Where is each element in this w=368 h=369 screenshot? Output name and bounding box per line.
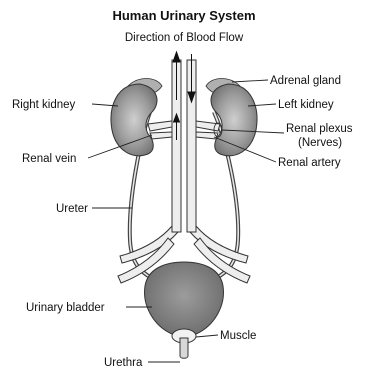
leader-muscle [196, 335, 218, 337]
label-renal-plexus-nerves: (Nerves) [298, 137, 342, 149]
label-renal-artery: Renal artery [278, 157, 341, 169]
label-adrenal-gland: Adrenal gland [270, 75, 341, 87]
main-vessels [172, 60, 196, 232]
right-kidney [111, 84, 157, 156]
label-renal-vein: Renal vein [22, 153, 76, 165]
leader-adrenal [232, 80, 268, 82]
urinary-bladder [145, 262, 224, 337]
label-ureter: Ureter [56, 203, 88, 215]
label-left-kidney: Left kidney [278, 99, 334, 111]
label-renal-plexus: Renal plexus [286, 123, 353, 135]
label-muscle: Muscle [220, 330, 256, 342]
label-urethra: Urethra [104, 357, 143, 369]
renal-vein-right [148, 121, 172, 131]
label-urinary-bladder: Urinary bladder [26, 302, 105, 314]
label-blood-flow: Direction of Blood Flow [125, 32, 244, 44]
urethra [180, 338, 188, 358]
diagram-title: Human Urinary System [112, 8, 255, 23]
renal-vessels [148, 121, 220, 139]
label-right-kidney: Right kidney [12, 99, 76, 111]
